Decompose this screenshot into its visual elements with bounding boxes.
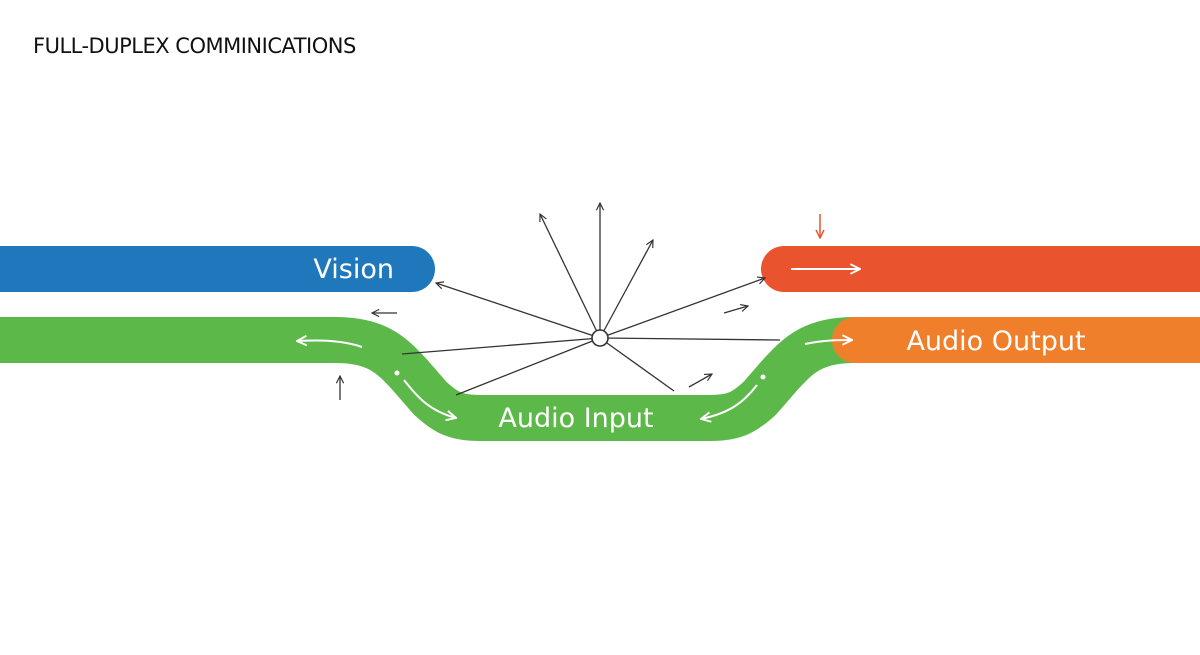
vision-band xyxy=(0,246,435,292)
flow-dot-left xyxy=(394,370,400,376)
small-arrow-right xyxy=(723,306,748,314)
flow-arrow-left xyxy=(297,341,363,348)
vision-label: Vision xyxy=(313,254,394,285)
audio-input-label: Audio Input xyxy=(498,403,653,434)
audio-output-band xyxy=(832,317,1200,363)
central-hub xyxy=(401,203,781,396)
flow-arrow-down-left xyxy=(403,379,456,418)
flow-arrow-in-right xyxy=(701,384,758,419)
audio-input-band-left-edge xyxy=(0,317,20,363)
audio-input-band xyxy=(0,317,893,441)
flow-arrow-up-right xyxy=(804,340,852,344)
diagram-title: FULL-DUPLEX COMMINICATIONS xyxy=(33,34,356,58)
flow-dot-right xyxy=(760,374,766,380)
small-arrow-diag xyxy=(688,374,712,388)
audio-output-label: Audio Output xyxy=(906,326,1085,357)
video-output-band xyxy=(761,246,1200,292)
